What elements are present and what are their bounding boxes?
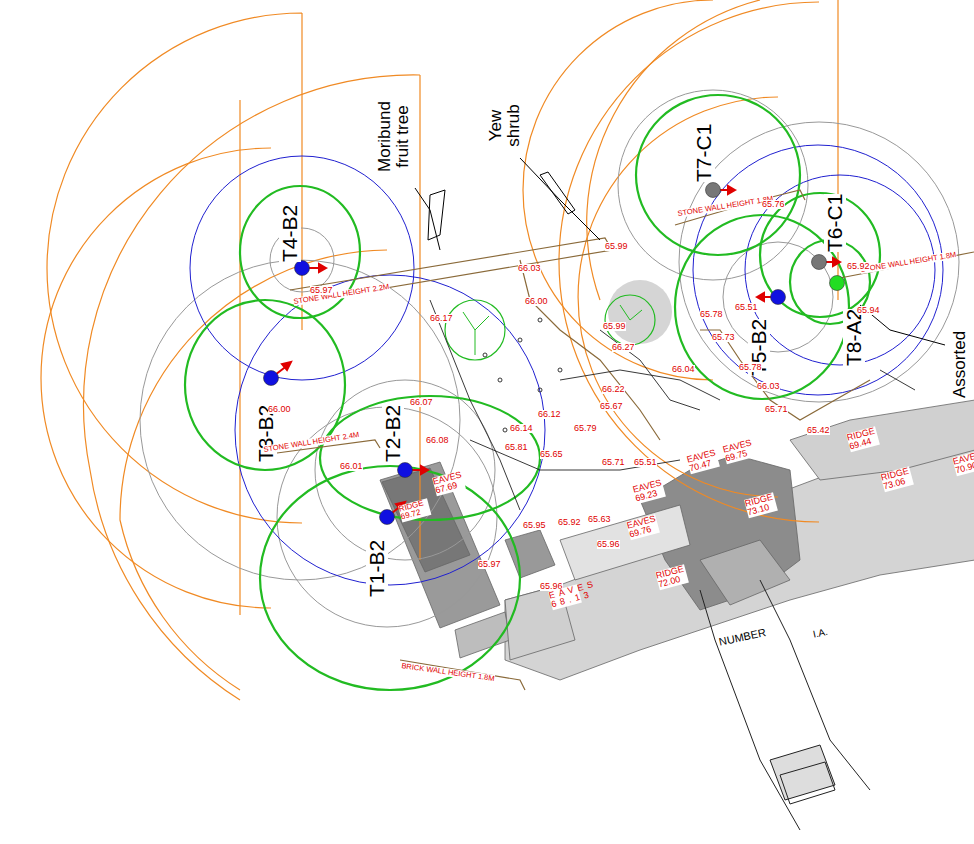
tree-marker: T1-B2 xyxy=(379,509,395,525)
tree-label: T7-C1 xyxy=(693,124,715,182)
level-label: 66.27 xyxy=(612,343,635,352)
tree-marker: T3-B2 xyxy=(263,370,279,386)
level-label: STONE WALL HEIGHT 2.2M xyxy=(293,283,390,306)
tree-marker: T2-B2 xyxy=(397,462,413,478)
level-label: 66.03 xyxy=(518,264,541,273)
level-label: 66.04 xyxy=(672,365,695,374)
driveway xyxy=(700,580,870,830)
rpa-arcs xyxy=(41,0,838,700)
tree-dot xyxy=(705,182,721,198)
garden-lines xyxy=(430,300,915,510)
crown-spreads xyxy=(185,95,880,690)
level-label: 65.97 xyxy=(310,286,333,295)
level-label: 66.00 xyxy=(268,405,291,414)
level-label: 65.71 xyxy=(602,458,625,467)
blue-circles xyxy=(190,145,943,585)
tree-dot xyxy=(379,509,395,525)
grey-circles xyxy=(140,90,959,627)
level-label: 65.99 xyxy=(605,242,628,251)
level-label: 65.92 xyxy=(558,518,581,527)
level-label: 65.51 xyxy=(634,458,657,467)
tree-dot xyxy=(263,370,279,386)
level-label: 65.96 xyxy=(597,540,620,549)
level-label: 65.81 xyxy=(505,443,528,452)
tree-dot xyxy=(829,275,845,291)
level-label: 65.63 xyxy=(588,515,611,524)
level-label: 65.92 xyxy=(847,262,870,271)
tree-label: T2-B2 xyxy=(382,405,404,462)
tree-dot-fill xyxy=(771,290,786,305)
tree-dot-fill xyxy=(295,261,310,276)
level-label: 66.14 xyxy=(510,424,533,433)
tree-marker: T7-C1 xyxy=(705,182,721,198)
direction-arrows xyxy=(271,186,840,517)
tree-dot xyxy=(294,260,310,276)
tree-label: T1-B2 xyxy=(366,540,388,597)
tree-label: T8-A2 xyxy=(843,309,865,366)
level-label: 65.78 xyxy=(700,310,723,319)
level-label: 65.71 xyxy=(765,405,788,414)
level-label: 66.00 xyxy=(525,297,548,306)
tree-dot-fill xyxy=(812,255,827,270)
annotation-label: Assorted xyxy=(951,331,969,398)
level-label: 66.03 xyxy=(757,382,780,391)
tree-label: T4-B2 xyxy=(279,205,301,262)
level-label: 65.95 xyxy=(523,521,546,530)
buildings xyxy=(380,400,974,680)
street-label: NUMBER xyxy=(718,627,767,648)
tree-dot-fill xyxy=(380,510,395,525)
level-label: 66.08 xyxy=(426,436,449,445)
level-label: 66.07 xyxy=(410,398,433,407)
level-label: BRICK WALL HEIGHT 1.8M xyxy=(401,662,495,683)
level-label: 65.42 xyxy=(807,426,830,435)
level-label: 65.67 xyxy=(600,402,623,411)
tree-marker: T4-B2 xyxy=(294,260,310,276)
level-label: STONE WALL HEIGHT 2.4M xyxy=(263,431,360,454)
annotation-label: Moribund fruit tree xyxy=(376,89,412,184)
tree-dot-fill xyxy=(830,276,845,291)
level-label: STONE WALL HEIGHT 1.8M xyxy=(860,251,957,274)
level-label: 66.01 xyxy=(340,462,363,471)
tree-label: T6-C1 xyxy=(824,194,846,252)
level-label: 65.97 xyxy=(478,560,501,569)
level-label: 65.51 xyxy=(735,303,758,312)
annotation-label: Yew shrub xyxy=(487,98,523,153)
level-label: 66.22 xyxy=(602,385,625,394)
tree-dot-fill xyxy=(706,183,721,198)
tree-dot xyxy=(397,462,413,478)
level-label: 65.94 xyxy=(857,306,880,315)
tree-marker: T6-C1 xyxy=(811,254,827,270)
tree-dot-fill xyxy=(398,463,413,478)
tree-marker: T8-A2 xyxy=(829,275,845,291)
tree-dot-fill xyxy=(264,371,279,386)
level-label: 65.99 xyxy=(603,322,626,331)
leader-lines xyxy=(415,158,945,345)
tree-dot xyxy=(811,254,827,270)
level-label: 65.79 xyxy=(574,424,597,433)
tree-marker: T5-B2 xyxy=(770,289,786,305)
level-label: 65.76 xyxy=(762,200,785,209)
level-label: 65.65 xyxy=(540,450,563,459)
level-label: 65.78 xyxy=(739,363,762,372)
level-label: 66.12 xyxy=(538,410,561,419)
walls xyxy=(262,190,974,690)
level-label: 65.73 xyxy=(712,333,735,342)
tree-dot xyxy=(770,289,786,305)
level-label: 66.17 xyxy=(430,314,453,323)
street-label: I.A. xyxy=(812,627,829,640)
